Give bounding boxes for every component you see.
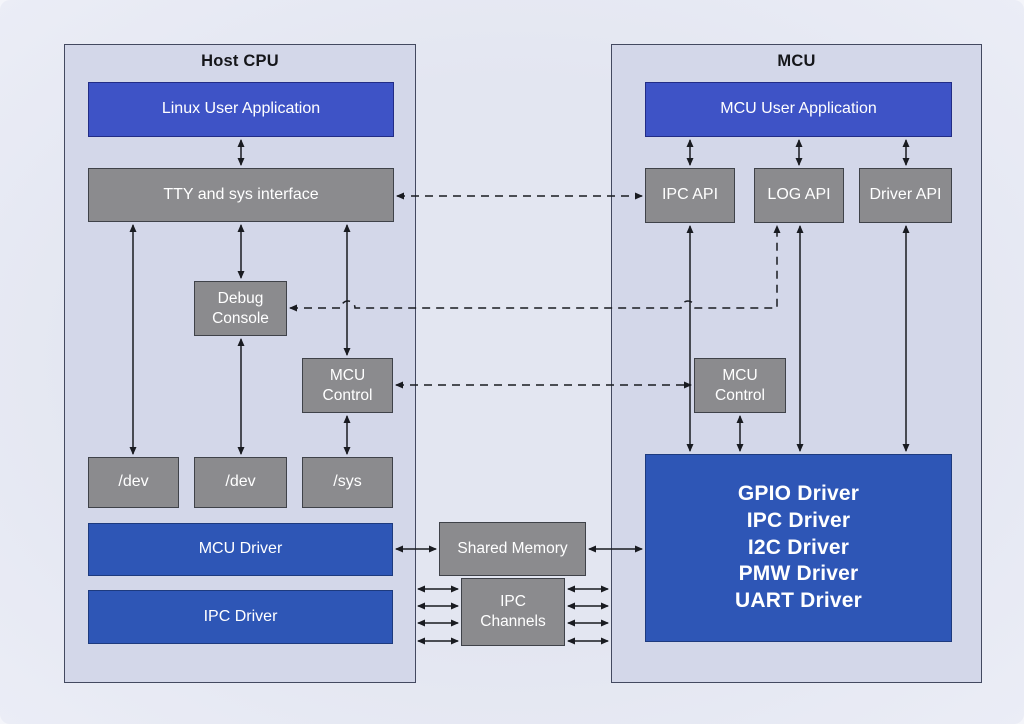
mcu-user-application-block: MCU User Application: [645, 82, 952, 137]
driver-api-label: Driver API: [869, 186, 942, 204]
ipc-api-label: IPC API: [661, 186, 719, 204]
tty-sys-interface-label: TTY and sys interface: [163, 185, 319, 203]
shared-memory-label: Shared Memory: [457, 540, 568, 558]
sys-block: /sys: [302, 457, 393, 508]
host-cpu-title: Host CPU: [201, 52, 279, 70]
driver-api-block: Driver API: [859, 168, 952, 223]
ipc-api-block: IPC API: [645, 168, 735, 223]
host-mcu-control-label: MCU Control: [322, 366, 373, 404]
log-api-label: LOG API: [767, 186, 831, 204]
mcu-drivers-block: GPIO Driver IPC Driver I2C Driver PMW Dr…: [645, 454, 952, 642]
host-mcu-control-block: MCU Control: [302, 358, 393, 413]
ipc-channels-label: IPC Channels: [480, 593, 546, 630]
dev-block-2: /dev: [194, 457, 287, 508]
ipc-driver-label: IPC Driver: [203, 607, 278, 625]
mcu-mcu-control-block: MCU Control: [694, 358, 786, 413]
mcu-title: MCU: [777, 52, 816, 70]
ipc-channels-block: IPC Channels: [461, 578, 565, 646]
mcu-driver-block: MCU Driver: [88, 523, 393, 576]
shared-memory-block: Shared Memory: [439, 522, 586, 576]
linux-user-application-label: Linux User Application: [161, 100, 321, 118]
debug-console-block: Debug Console: [194, 281, 287, 336]
mcu-driver-label: MCU Driver: [198, 540, 283, 558]
sys-label: /sys: [333, 473, 362, 491]
dev-block-1: /dev: [88, 457, 179, 508]
debug-console-label: Debug Console: [212, 289, 269, 327]
ipc-driver-block: IPC Driver: [88, 590, 393, 644]
tty-sys-interface-block: TTY and sys interface: [88, 168, 394, 222]
dev-label-1: /dev: [118, 473, 149, 491]
log-api-block: LOG API: [754, 168, 844, 223]
mcu-mcu-control-label: MCU Control: [715, 366, 765, 404]
mcu-user-application-label: MCU User Application: [720, 100, 877, 118]
dev-label-2: /dev: [225, 473, 256, 491]
mcu-drivers-label: GPIO Driver IPC Driver I2C Driver PMW Dr…: [734, 481, 863, 613]
linux-user-application-block: Linux User Application: [88, 82, 394, 137]
